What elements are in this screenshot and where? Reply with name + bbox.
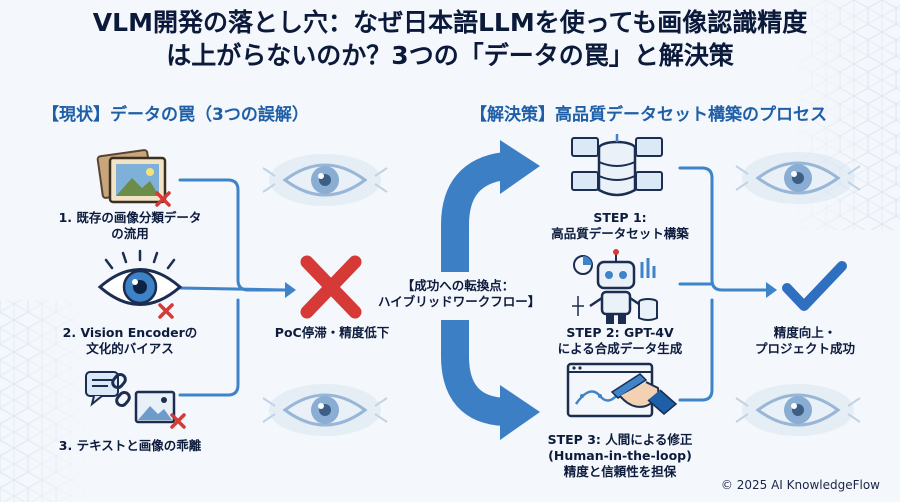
error-x-icon <box>170 413 186 429</box>
page-title: VLM開発の落とし穴：なぜ日本語LLMを使っても画像認識精度 は上がらないのか？… <box>0 6 900 72</box>
flow-line-3 <box>178 298 240 397</box>
flow-line-step1 <box>678 166 770 292</box>
eye-decoration-icon <box>734 382 862 438</box>
copyright-text: © 2025 AI KnowledgeFlow <box>720 478 880 492</box>
flow-line-step3 <box>678 298 714 402</box>
title-line-2: は上がらないのか？3つの「データの罠」と解決策 <box>166 41 734 70</box>
vision-eye-icon <box>97 249 183 306</box>
left-section-heading: 【現状】データの罠（3つの誤解） <box>42 105 309 125</box>
turning-point-label: 【成功への転換点： ハイブリッドワークフロー】 <box>378 278 541 309</box>
success-check-icon <box>782 261 847 311</box>
eye-decoration-icon <box>734 150 862 206</box>
result-success-label: 精度向上・ プロジェクト成功 <box>754 325 855 356</box>
downward-curved-arrow <box>441 320 540 440</box>
photo-frames-icon <box>96 149 167 204</box>
arrow-head-icon <box>766 282 777 298</box>
step-3-label: STEP 3: 人間による修正 (Human-in-the-loop) 精度と信… <box>547 432 693 479</box>
eye-decoration-icon <box>261 382 389 438</box>
trap-3-label: 3. テキストと画像の乖離 <box>58 438 202 453</box>
failure-x-icon <box>300 255 362 319</box>
robot-icon <box>572 249 658 324</box>
trap-2-label: 2. Vision Encoderの 文化的バイアス <box>62 325 198 356</box>
human-edit-icon <box>566 362 678 418</box>
flow-line-2 <box>178 286 287 292</box>
trap-1-label: 1. 既存の画像分類データ の流用 <box>58 210 202 241</box>
database-icon <box>571 134 663 197</box>
error-x-icon <box>158 303 174 319</box>
right-section-heading: 【解決策】高品質データセット構築のプロセス <box>470 105 827 125</box>
step-1-label: STEP 1: 高品質データセット構築 <box>551 210 689 241</box>
arrow-head-icon <box>285 282 296 298</box>
upward-curved-arrow <box>441 140 540 272</box>
step-2-label: STEP 2: GPT-4V による合成データ生成 <box>557 325 683 356</box>
result-stagnation-label: PoC停滞・精度低下 <box>274 325 390 340</box>
error-x-icon <box>155 191 171 207</box>
eye-decoration-icon <box>261 152 389 208</box>
text-image-mismatch-icon <box>85 371 176 424</box>
title-line-1: VLM開発の落とし穴：なぜ日本語LLMを使っても画像認識精度 <box>92 8 808 37</box>
